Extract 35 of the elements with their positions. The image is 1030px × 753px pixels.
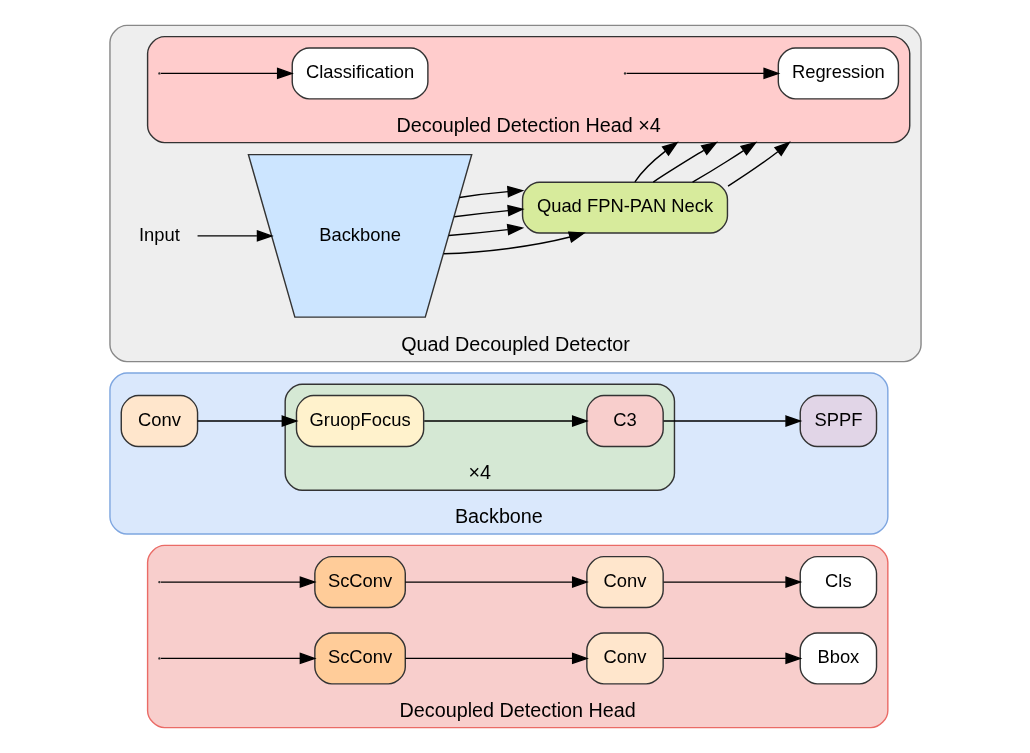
arrow (625, 67, 780, 80)
node-box: SPPF (799, 394, 877, 448)
arrow (453, 204, 525, 218)
arrow (726, 141, 791, 187)
node-box: Conv (120, 394, 198, 448)
arrow (662, 415, 802, 427)
arrow (159, 576, 317, 589)
arrow (423, 415, 589, 427)
arrow (442, 231, 586, 255)
node-box: Classification (291, 47, 429, 100)
node-box: ScConv (313, 555, 406, 609)
node-text: Input (138, 223, 180, 245)
node-box: Bbox (799, 632, 877, 685)
arrow (652, 141, 718, 183)
node-box: Conv (585, 555, 664, 609)
arrow (633, 141, 679, 183)
arrow (159, 652, 317, 665)
arrow (662, 576, 802, 589)
node-box: GruopFocus (295, 394, 424, 448)
node-box: Quad FPN-PAN Neck (521, 181, 728, 234)
node-label: ×4 (468, 461, 491, 484)
node-box: C3 (585, 394, 664, 448)
arrow (691, 141, 757, 183)
arrow (458, 185, 524, 199)
arrow (196, 229, 274, 242)
arrow (404, 576, 589, 589)
arrow (447, 223, 524, 237)
arrow (662, 652, 802, 665)
node-box: ScConv (313, 632, 406, 685)
arrow (159, 67, 294, 80)
arrow (196, 415, 299, 427)
node-box: Conv (585, 632, 664, 685)
arrow (404, 652, 589, 665)
node-box: Regression (777, 47, 899, 100)
node-box: Cls (799, 555, 877, 609)
